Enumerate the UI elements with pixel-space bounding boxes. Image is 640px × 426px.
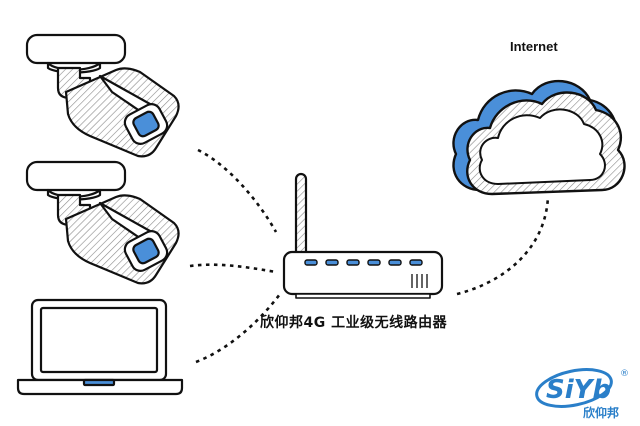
brand-logo: 欣仰邦 — [532, 366, 632, 422]
link-camera2-router — [189, 263, 277, 274]
router-body — [282, 250, 444, 296]
router-status-lights — [304, 259, 423, 266]
laptop-trackpad-notch — [82, 378, 116, 387]
camera-icon-1 — [25, 33, 180, 158]
router-light-5 — [388, 259, 402, 266]
siyb-logo-mark: SiYb ® — [535, 368, 629, 408]
router-vents — [411, 274, 428, 288]
cloud-icon — [452, 79, 626, 196]
connection-lines — [189, 148, 550, 364]
logo-chinese-name: 欣仰邦 — [583, 406, 620, 420]
logo-wordmark: SiYb — [546, 375, 611, 405]
router-light-6 — [409, 259, 423, 266]
camera-icon-2 — [25, 160, 180, 285]
logo-registered-mark: ® — [620, 369, 629, 379]
router-light-4 — [367, 259, 381, 266]
router-antenna — [294, 172, 308, 260]
link-camera1-router — [197, 148, 278, 233]
link-laptop-router — [195, 293, 282, 364]
router-light-2 — [325, 259, 339, 266]
camera-2-lens — [132, 237, 160, 265]
router-light-3 — [346, 259, 360, 266]
cloud-face — [478, 108, 606, 185]
link-router-cloud — [456, 195, 550, 296]
logo-swoosh — [535, 368, 613, 408]
router-foot — [295, 293, 431, 299]
router-caption: 欣仰邦4G 工业级无线路由器 — [260, 315, 448, 331]
laptop-base — [16, 378, 184, 396]
router-light-1 — [304, 259, 318, 266]
camera-2-mount-plate — [25, 160, 127, 192]
router-icon — [282, 172, 444, 299]
internet-label: Internet — [510, 39, 558, 54]
camera-1-mount-plate — [25, 33, 127, 65]
laptop-screen — [39, 306, 159, 374]
laptop-icon — [16, 298, 184, 396]
camera-1-lens — [132, 110, 160, 138]
